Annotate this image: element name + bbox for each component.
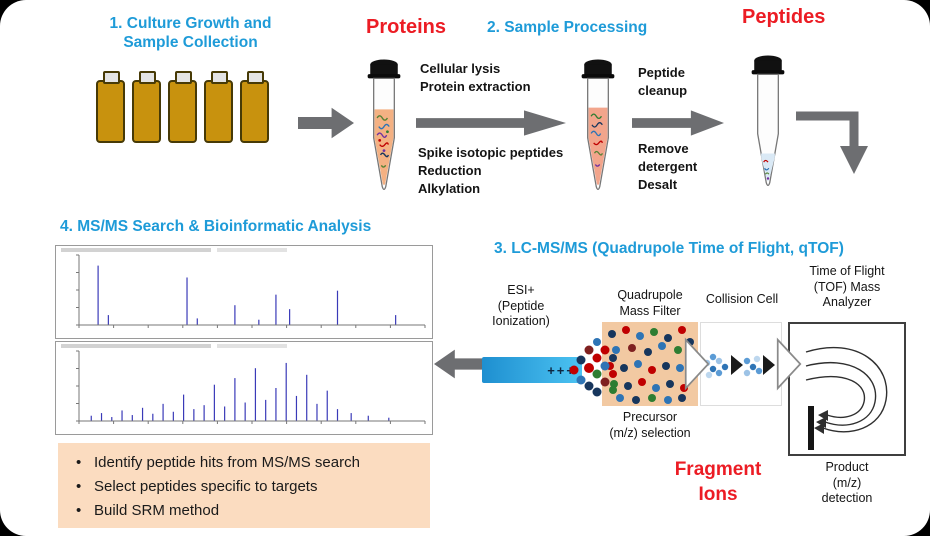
ms-spectrum-top [55, 245, 433, 339]
arrow-left-icon [434, 349, 486, 379]
peptides-label: Peptides [742, 6, 826, 28]
step2-title: 2. Sample Processing [487, 19, 648, 36]
collision-cell-box [700, 322, 782, 406]
ion-spray-dots-icon [569, 338, 617, 397]
product-detection-label: Product (m/z) detection [821, 460, 873, 506]
ion-charge-label: +++ [547, 362, 576, 378]
quadrupole-label: Quadrupole Mass Filter [617, 288, 683, 318]
chevron-arrow-icon [776, 337, 802, 391]
list-item: Select peptides specific to targets [72, 478, 416, 495]
list-item: Identify peptide hits from MS/MS search [72, 454, 416, 471]
esi-beam: +++ [482, 357, 582, 383]
tof-box [788, 322, 906, 456]
culture-bottle [240, 71, 269, 143]
ms-spectra-chart [55, 245, 433, 435]
note-lysis: Cellular lysis Protein extraction [420, 61, 531, 95]
list-item: Build SRM method [72, 502, 416, 519]
arrow-right-icon [416, 110, 566, 136]
chevron-arrow-icon [684, 337, 710, 391]
sample-tube-proteins-icon [367, 59, 401, 191]
note-spike: Spike isotopic peptides Reduction Alkyla… [418, 145, 564, 197]
tof-flightpath-icon [805, 346, 888, 450]
culture-bottle [204, 71, 233, 143]
arrow-right-icon [298, 107, 354, 139]
fragment-ions-label: Fragment Ions [674, 459, 762, 505]
culture-bottle [96, 71, 125, 143]
note-desalt: Remove detergent Desalt [638, 141, 698, 193]
note-cleanup: Peptide cleanup [638, 65, 688, 99]
culture-bottles [96, 71, 269, 143]
sample-tube-processed-icon [581, 59, 615, 191]
proteins-label: Proteins [366, 16, 447, 38]
ms-spectrum-bottom [55, 341, 433, 435]
esi-label: ESI+ (Peptide Ionization) [492, 283, 550, 329]
summary-panel: Identify peptide hits from MS/MS search … [58, 443, 430, 528]
step4-title: 4. MS/MS Search & Bioinformatic Analysis [60, 218, 372, 235]
step3-title: 3. LC-MS/MS (Quadrupole Time of Flight, … [494, 240, 844, 257]
fragmentation-icon [703, 353, 775, 379]
culture-bottle [132, 71, 161, 143]
culture-bottle [168, 71, 197, 143]
step1-title: 1. Culture Growth and Sample Collection [109, 15, 272, 52]
precursor-label: Precursor (m/z) selection [609, 410, 691, 440]
arrow-elbow-down-icon [796, 111, 868, 174]
arrow-right-icon [632, 110, 724, 136]
collision-cell-label: Collision Cell [705, 292, 779, 306]
sample-tube-peptides-icon [751, 55, 785, 187]
tof-label: Time of Flight (TOF) Mass Analyzer [809, 264, 885, 310]
summary-list: Identify peptide hits from MS/MS search … [72, 454, 416, 519]
